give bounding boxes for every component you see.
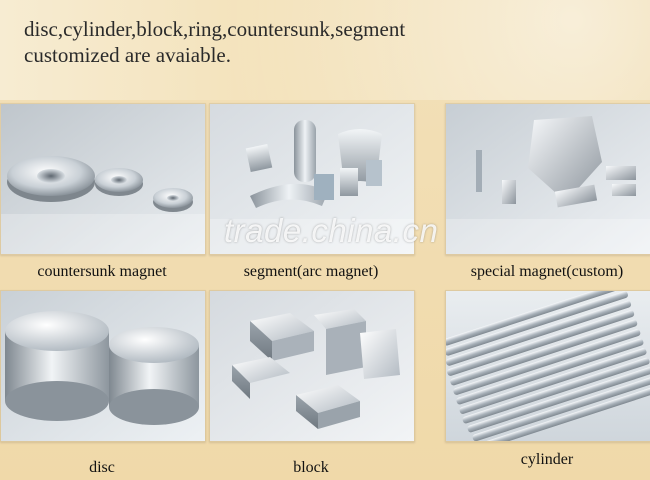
special-magnet-photo bbox=[446, 104, 650, 254]
caption-disc: disc bbox=[89, 459, 115, 476]
tile-special-magnet bbox=[445, 103, 650, 255]
caption-segment: segment(arc magnet) bbox=[243, 263, 379, 280]
headline-line-1: disc,cylinder,block,ring,countersunk,seg… bbox=[24, 17, 406, 41]
tile-segment-magnet bbox=[209, 103, 415, 255]
caption-cylinder: cylinder bbox=[520, 451, 574, 468]
disc-magnet-photo bbox=[1, 291, 205, 441]
tile-block-magnet bbox=[209, 290, 415, 442]
caption-special: special magnet(custom) bbox=[470, 263, 624, 280]
block-magnet-photo bbox=[210, 291, 414, 441]
tile-countersunk-magnet bbox=[0, 103, 206, 255]
countersunk-magnet-photo bbox=[1, 104, 205, 254]
cylinder-magnet-photo bbox=[446, 291, 650, 441]
tile-disc-magnet bbox=[0, 290, 206, 442]
headline-line-2: customized are avaiable. bbox=[24, 43, 231, 67]
headline: disc,cylinder,block,ring,countersunk,seg… bbox=[24, 16, 624, 68]
segment-magnet-photo bbox=[210, 104, 414, 254]
watermark: trade.china.cn bbox=[224, 212, 439, 249]
header-banner bbox=[0, 0, 650, 100]
caption-countersunk: countersunk magnet bbox=[37, 263, 167, 280]
tile-cylinder-magnet bbox=[445, 290, 650, 442]
caption-block: block bbox=[293, 459, 329, 476]
